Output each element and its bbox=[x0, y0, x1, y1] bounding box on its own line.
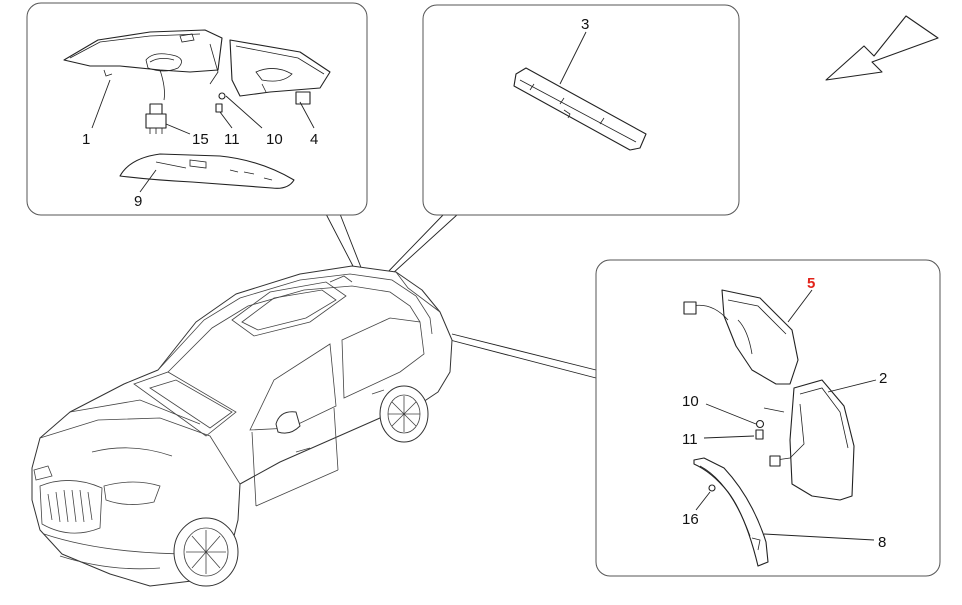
callout-16: 16 bbox=[682, 511, 699, 528]
panel-right-lamp-assembly: 5 2 10 11 16 8 bbox=[595, 259, 941, 577]
panel-rear-lamps: 1 15 11 10 4 9 bbox=[26, 2, 368, 216]
callout-11: 11 bbox=[224, 131, 240, 148]
callout-3: 3 bbox=[581, 16, 589, 33]
callout-1: 1 bbox=[82, 131, 90, 148]
right-fasteners bbox=[703, 403, 765, 440]
panel-connector-lines bbox=[325, 213, 597, 379]
callout-9: 9 bbox=[134, 193, 142, 210]
callout-10: 10 bbox=[266, 131, 283, 148]
part-15-bulb-socket bbox=[145, 69, 191, 135]
callout-5: 5 bbox=[807, 275, 815, 292]
callout-15: 15 bbox=[192, 131, 209, 148]
part-5-inner-lamp bbox=[683, 289, 813, 385]
part-16-fastener bbox=[695, 484, 716, 511]
direction-arrow-icon bbox=[825, 15, 939, 81]
panel-third-brake-light: 3 bbox=[422, 4, 740, 216]
callout-2: 2 bbox=[879, 370, 887, 387]
part-8-lower-trim bbox=[693, 457, 875, 567]
part-9-trim-strip bbox=[119, 153, 295, 193]
callout-11-right: 11 bbox=[682, 431, 698, 448]
part-2-outer-lamp bbox=[763, 379, 877, 501]
part-3-brake-light bbox=[513, 31, 647, 151]
callout-8: 8 bbox=[878, 534, 886, 551]
callout-10-right: 10 bbox=[682, 393, 699, 410]
vehicle-illustration bbox=[31, 265, 453, 587]
callout-4: 4 bbox=[310, 131, 318, 148]
fastener-parts bbox=[209, 43, 263, 129]
part-4-side-lamp bbox=[229, 39, 331, 129]
